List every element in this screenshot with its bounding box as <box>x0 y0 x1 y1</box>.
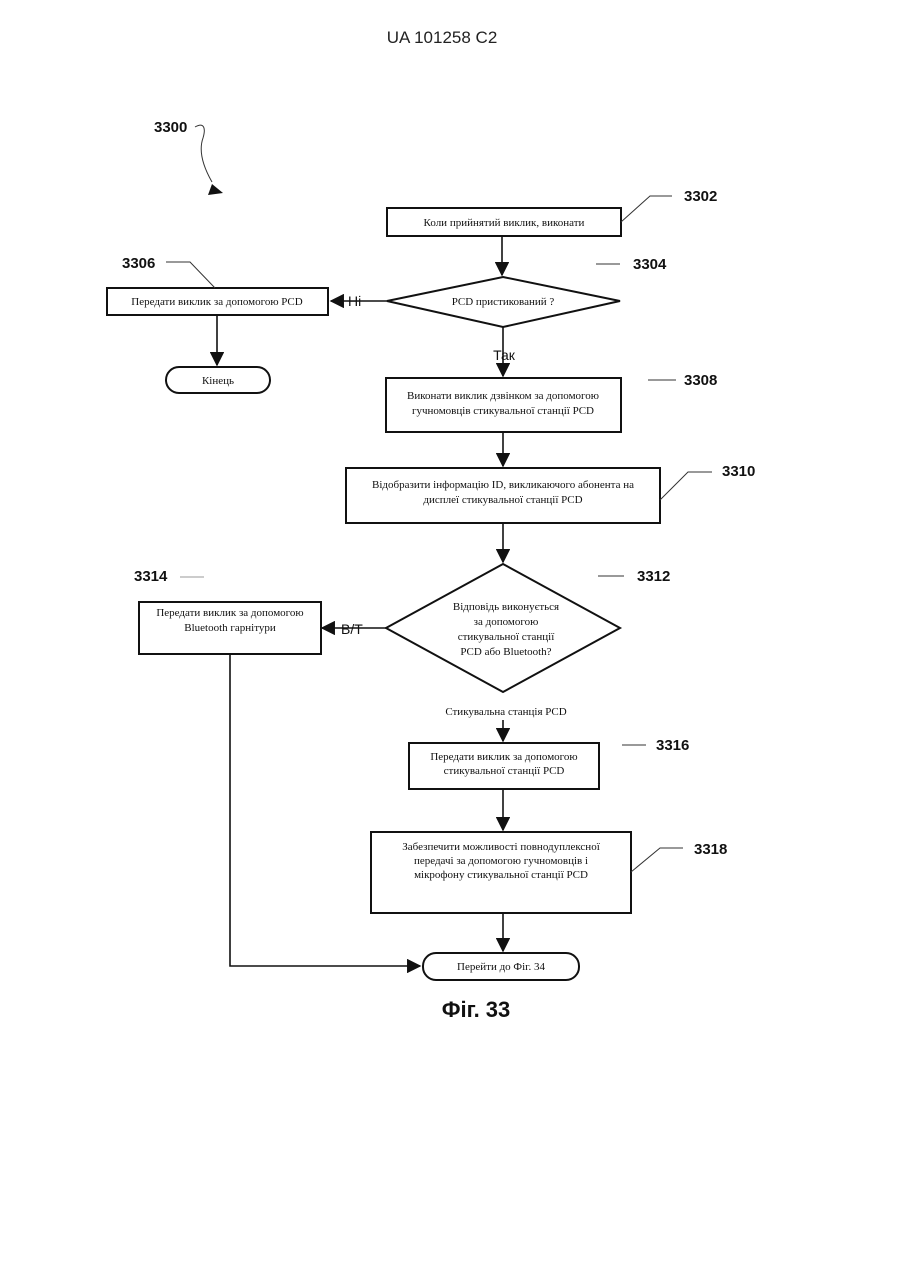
edge-3314-goto <box>230 654 420 966</box>
node-3318-line-1: Забезпечити можливості повнодуплексної <box>402 841 600 853</box>
edge-label-bt: B/T <box>341 621 363 637</box>
node-3308-line-1: Виконати виклик дзвінком за допомогою <box>407 390 599 402</box>
node-3308-line-2: гучномовців стикувальної станції PCD <box>412 405 594 417</box>
node-3318-line-3: мікрофону стикувальної станції PCD <box>414 869 588 881</box>
node-3302-leader <box>621 196 672 222</box>
node-3310-line-1: Відобразити інформацію ID, викликаючого … <box>372 479 634 491</box>
node-3304-text: PCD пристикований ? <box>452 296 555 308</box>
end-terminal-text: Кінець <box>202 375 234 387</box>
edge-label-yes: Так <box>493 347 516 363</box>
node-3312-diamond <box>386 564 620 692</box>
node-3310-ref: 3310 <box>722 463 755 480</box>
document-id: UA 101258 C2 <box>387 28 498 47</box>
node-3312-line-1: Відповідь виконується <box>453 601 559 613</box>
node-3314-ref: 3314 <box>134 568 168 585</box>
figure-ref-leader <box>195 125 212 182</box>
node-3310-line-2: дисплеї стикувальної станції PCD <box>423 494 582 506</box>
goto-terminal-text: Перейти до Фіг. 34 <box>457 961 545 973</box>
node-3306-text: Передати виклик за допомогою PCD <box>131 296 302 308</box>
edge-label-no: Ні <box>348 293 361 309</box>
figure-ref-arrowhead <box>208 184 223 195</box>
node-3314-line-1: Передати виклик за допомогою <box>156 607 303 619</box>
node-3312-line-3: стикувальної станції <box>458 631 556 643</box>
node-3316-line-1: Передати виклик за допомогою <box>430 751 577 763</box>
node-3312-line-4: PCD або Bluetooth? <box>460 646 551 658</box>
figure-caption: Фіг. 33 <box>442 997 511 1022</box>
node-3306-ref: 3306 <box>122 255 155 272</box>
node-3310-leader <box>660 472 712 500</box>
node-3302-text: Коли прийнятий виклик, виконати <box>424 217 585 229</box>
node-3314-line-2: Bluetooth гарнітури <box>184 622 276 634</box>
node-3306-leader <box>166 262 215 288</box>
node-3318-ref: 3318 <box>694 841 727 858</box>
node-3304-ref: 3304 <box>633 256 667 273</box>
edge-label-dock: Стикувальна станція PCD <box>445 706 566 718</box>
figure-ref-3300: 3300 <box>154 119 187 136</box>
node-3312-line-2: за допомогою <box>474 616 539 628</box>
node-3308-ref: 3308 <box>684 372 717 389</box>
node-3316-ref: 3316 <box>656 737 689 754</box>
node-3316-line-2: стикувальної станції PCD <box>444 765 565 777</box>
node-3318-line-2: передачі за допомогою гучномовців і <box>414 855 588 867</box>
node-3312-ref: 3312 <box>637 568 670 585</box>
node-3318-leader <box>631 848 683 872</box>
node-3302-ref: 3302 <box>684 188 717 205</box>
